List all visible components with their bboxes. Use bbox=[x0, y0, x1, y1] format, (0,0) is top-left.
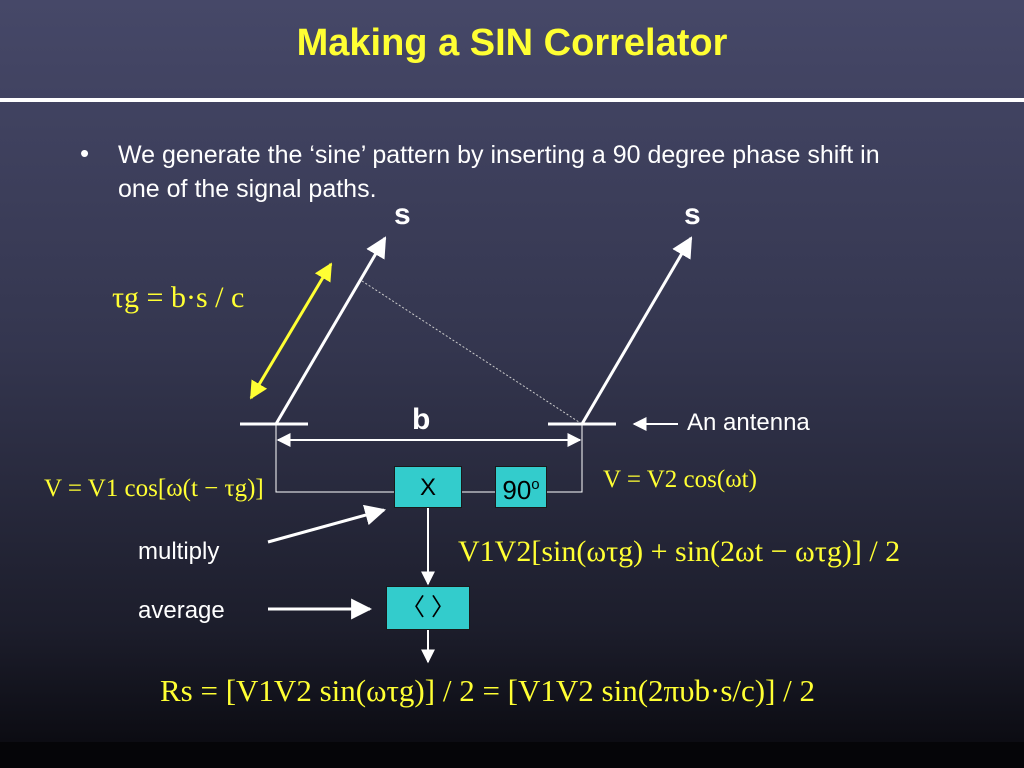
antenna-label: An antenna bbox=[687, 409, 810, 436]
title-divider bbox=[0, 98, 1024, 102]
response-equation: Rs = [V1V2 sin(ωτg)] / 2 = [V1V2 sin(2πυ… bbox=[160, 673, 816, 708]
source-label-right: s bbox=[684, 198, 701, 231]
multiplier-box: X bbox=[394, 466, 462, 508]
phase-shifter-box: 90o bbox=[495, 466, 547, 508]
bullet-marker: • bbox=[80, 138, 90, 168]
right-signal-equation: V = V2 cos(ωt) bbox=[603, 466, 757, 493]
signal-path-left bbox=[275, 424, 394, 493]
signal-path-right bbox=[547, 424, 583, 493]
phase-shifter-degree: o bbox=[531, 476, 540, 493]
delay-projection-line bbox=[361, 280, 583, 425]
multiply-label: multiply bbox=[138, 538, 220, 565]
phase-shifter-value: 90 bbox=[502, 475, 532, 505]
averager-box: 〈 〉 bbox=[386, 586, 470, 630]
product-equation: V1V2[sin(ωτg) + sin(2ωt − ωτg)] / 2 bbox=[458, 535, 901, 568]
bottom-band bbox=[0, 742, 1024, 768]
slide-title: Making a SIN Correlator bbox=[296, 22, 728, 64]
delay-arrow bbox=[249, 262, 333, 400]
left-signal-equation: V = V1 cos[ω(t − τg)] bbox=[44, 475, 264, 502]
delay-equation: τg = b·s / c bbox=[112, 281, 245, 314]
source-label-left: s bbox=[394, 198, 411, 231]
baseline-label: b bbox=[412, 403, 431, 436]
source-ray-right bbox=[580, 236, 693, 425]
multiply-pointer-arrow bbox=[267, 504, 387, 544]
bullet-text: We generate the ‘sine’ pattern by insert… bbox=[118, 141, 880, 203]
average-label: average bbox=[138, 597, 225, 624]
